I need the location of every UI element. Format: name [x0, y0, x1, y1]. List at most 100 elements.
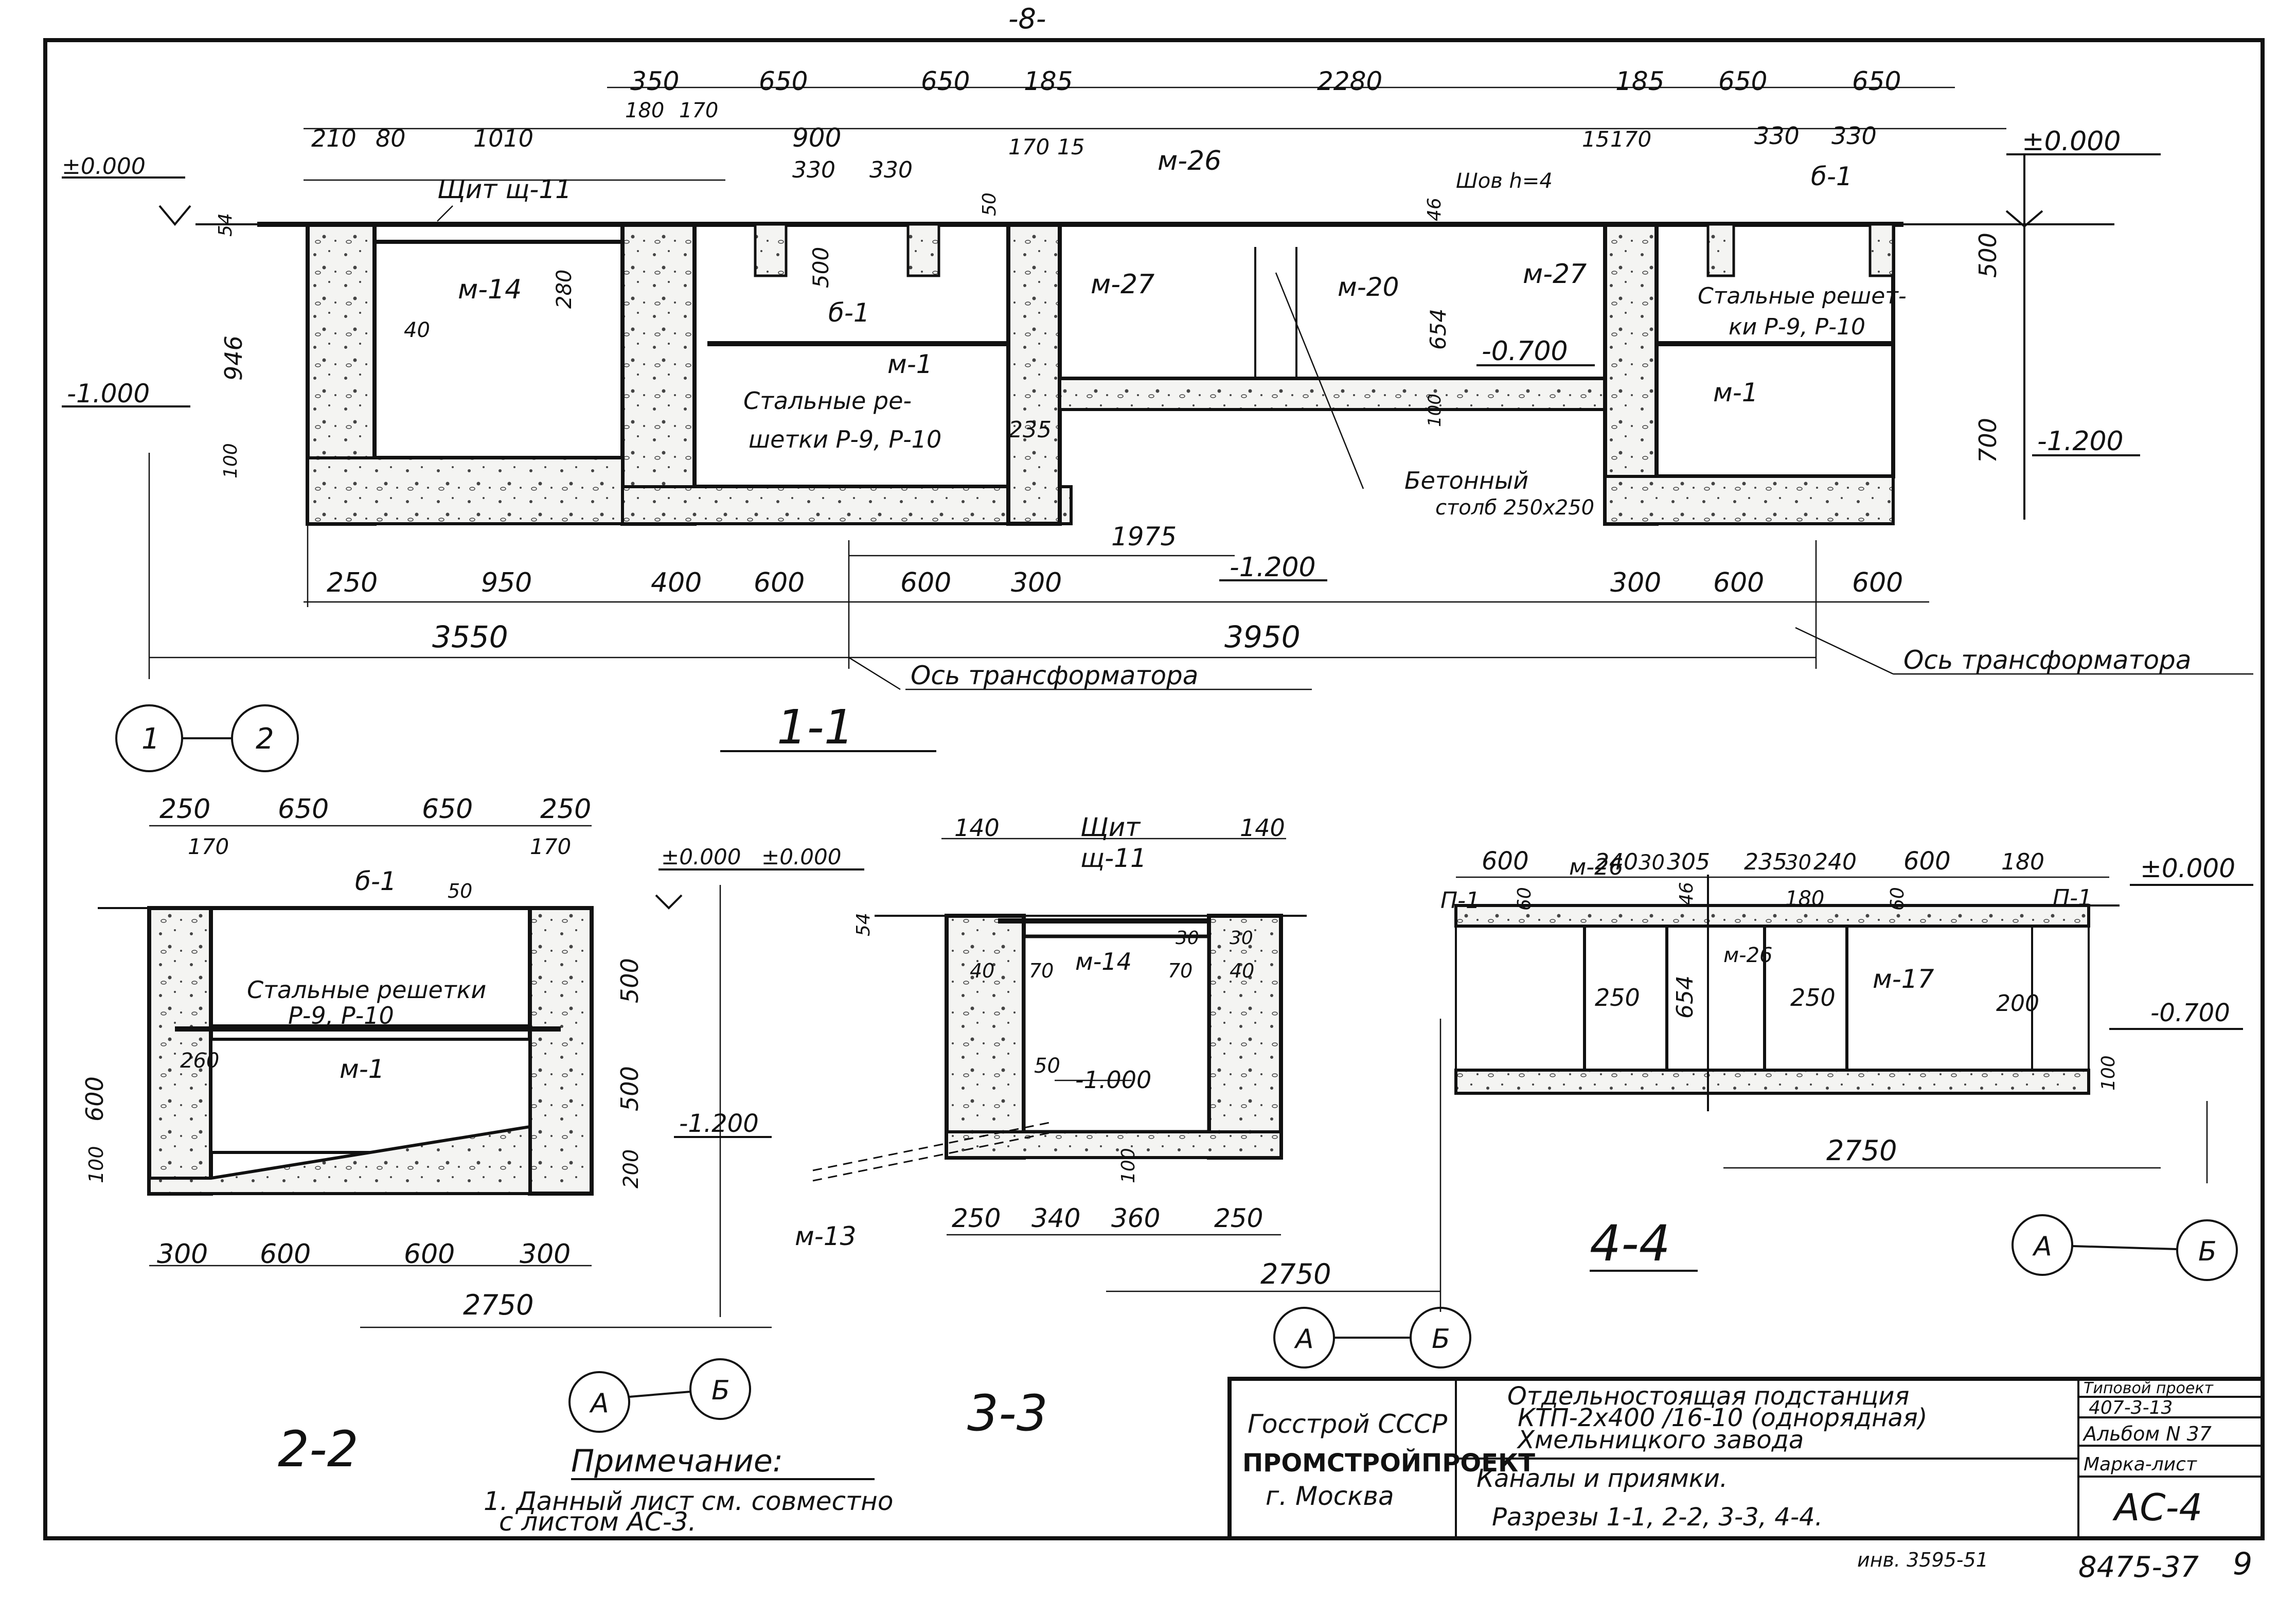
sec44-dim-180: 180: [2001, 849, 2044, 875]
sec11-label-m1a: м-1: [887, 349, 933, 379]
sec33-dim-50: 50: [1034, 1054, 1060, 1078]
sec11-dim-15b: 15: [1582, 127, 1609, 152]
tb-album: Альбом N 37: [2082, 1423, 2212, 1445]
sec11-dim-600b: 600: [900, 567, 951, 598]
sec11-dim-50: 50: [979, 192, 1000, 216]
sec11-dim-330c: 330: [792, 157, 835, 183]
sec44-axis-b: Б: [2198, 1236, 2217, 1267]
sec33-title: 3-3: [967, 1384, 1048, 1442]
sec33-dim-30b: 30: [1230, 928, 1253, 949]
sec33-dim-360: 360: [1111, 1203, 1160, 1233]
tb-project-number: 407-3-13: [2089, 1397, 2173, 1418]
sec22-label-grate2: Р-9, Р-10: [288, 1002, 394, 1029]
sec11-dim-900: 900: [792, 123, 841, 153]
sec11-level-top-left: ±0.000: [62, 153, 146, 180]
sec11-level-minus1200-right: -1.200: [2037, 426, 2124, 457]
sec44-dim-180b: 180: [1785, 887, 1824, 911]
sec11-dim-946: 946: [220, 335, 247, 381]
notes-line2: с листом АС-3.: [499, 1507, 697, 1537]
sec11-dim-650d: 650: [1852, 66, 1901, 96]
sec22-level-0b: ±0.000: [761, 844, 841, 869]
sec22-level-minus1200: -1.200: [679, 1109, 759, 1138]
sec11-dim-500a: 500: [808, 247, 833, 288]
sec22-dim-200: 200: [619, 1149, 643, 1188]
sec22-dim-600a: 600: [260, 1239, 311, 1270]
sec33-dim-40b: 40: [1230, 960, 1254, 982]
sec11-level-minus1000: -1.000: [67, 379, 150, 408]
sec11-dim-654: 654: [1426, 309, 1451, 350]
sec11-dim-185b: 185: [1615, 66, 1664, 96]
sec22-axis-b: Б: [711, 1375, 730, 1406]
pit-right: [1654, 222, 1895, 478]
sec11-transformer-axis-2: Ось трансформатора: [1903, 645, 2191, 675]
sec11-dim-3950: 3950: [1224, 619, 1301, 654]
sec11-dim-650c: 650: [1718, 66, 1767, 96]
sec33-dim-70b: 70: [1168, 960, 1193, 982]
sec11-dim-15a: 15: [1057, 134, 1084, 159]
sec44-label-m26a: м-26: [1569, 854, 1623, 880]
sec22-dim-250a: 250: [159, 794, 210, 825]
sec44-title: 4-4: [1590, 1215, 1670, 1272]
sec33-label-m14: м-14: [1075, 948, 1132, 975]
sec44-dim-46: 46: [1676, 882, 1697, 905]
sec11-label-m14: м-14: [458, 274, 522, 305]
sec22-label-b1: б-1: [355, 866, 397, 896]
sec22-dim-260: 260: [180, 1049, 219, 1073]
sec22-dim-250b: 250: [540, 794, 591, 825]
axis-1-label: 1: [141, 722, 160, 756]
sec44-axis-a: А: [2032, 1231, 2052, 1262]
sec11-level-top-right: ±0.000: [2022, 126, 2121, 157]
sec22-dim-500b: 500: [616, 1066, 644, 1111]
sec22-label-m1: м-1: [340, 1054, 385, 1084]
sec33-dim-100: 100: [1118, 1148, 1139, 1183]
sec33-dim-40a: 40: [970, 960, 994, 982]
tb-mark-sheet-label: Марка-лист: [2084, 1454, 2197, 1475]
sec11-label-grate-a2: шетки Р-9, Р-10: [749, 425, 941, 453]
sec11-dim-300b: 300: [1610, 567, 1661, 598]
sec11-axis-markers: [115, 704, 936, 772]
sec22-dim-170a: 170: [188, 834, 229, 859]
sec33-dim-54: 54: [853, 913, 874, 936]
slab-bottom-left: [306, 456, 624, 525]
sec11-dim-46: 46: [1424, 198, 1445, 221]
sec22-dim-300b: 300: [520, 1239, 571, 1270]
sec11-dim-170: 170: [679, 99, 718, 122]
sec44-dim-60b: 60: [1887, 887, 1908, 911]
section-3-3: [812, 838, 1441, 1312]
sec11-label-seam: Шов h=4: [1456, 169, 1553, 193]
sec11-label-pillar2: столб 250х250: [1435, 496, 1594, 520]
sec22-dim-600: 600: [81, 1076, 109, 1122]
sec44-dim-60a: 60: [1514, 887, 1535, 911]
sec11-dim-100b: 100: [1425, 394, 1445, 427]
sec44-dim-30a: 30: [1639, 851, 1665, 875]
tb-org1: Госстрой СССР: [1248, 1409, 1448, 1439]
notes-line1: 1. Данный лист см. совместно: [484, 1486, 893, 1516]
sec11-dim-180: 180: [625, 99, 664, 122]
sec11-label-b1b: б-1: [1811, 162, 1853, 191]
tb-org3: г. Москва: [1266, 1481, 1394, 1511]
wall-left-web: [620, 222, 697, 526]
sec33-dim-250a: 250: [952, 1203, 1001, 1233]
sec11-dim-600c: 600: [1713, 567, 1764, 598]
floor-center-left: [621, 485, 1073, 525]
sec11-dim-2280: 2280: [1317, 66, 1382, 96]
sec11-dim-1010: 1010: [473, 125, 533, 152]
sec22-dim-50: 50: [448, 880, 472, 902]
sec22-dim-2750: 2750: [463, 1289, 533, 1321]
sec44-label-p1a: П-1: [1440, 887, 1480, 914]
sec11-dim-170b: 170: [1008, 134, 1049, 159]
sec44-dim-30b: 30: [1785, 851, 1811, 875]
title-block: [1227, 1377, 2265, 1540]
sec11-dim-300a: 300: [1011, 567, 1062, 598]
tb-desc1: Отдельностоящая подстанция: [1507, 1382, 1909, 1411]
sec11-dim-185a: 185: [1024, 66, 1073, 96]
axis-2-label: 2: [256, 722, 274, 756]
tb-desc4: Каналы и приямки.: [1476, 1464, 1728, 1493]
sec22-dim-600b: 600: [404, 1239, 455, 1270]
sec11-label-grate-b2: ки Р-9, Р-10: [1729, 314, 1865, 340]
channel-floor: [1058, 377, 1607, 411]
sec11-dim-40: 40: [404, 318, 430, 342]
sec22-axis-a: А: [589, 1388, 609, 1419]
sec33-axis-b: Б: [1432, 1324, 1450, 1355]
